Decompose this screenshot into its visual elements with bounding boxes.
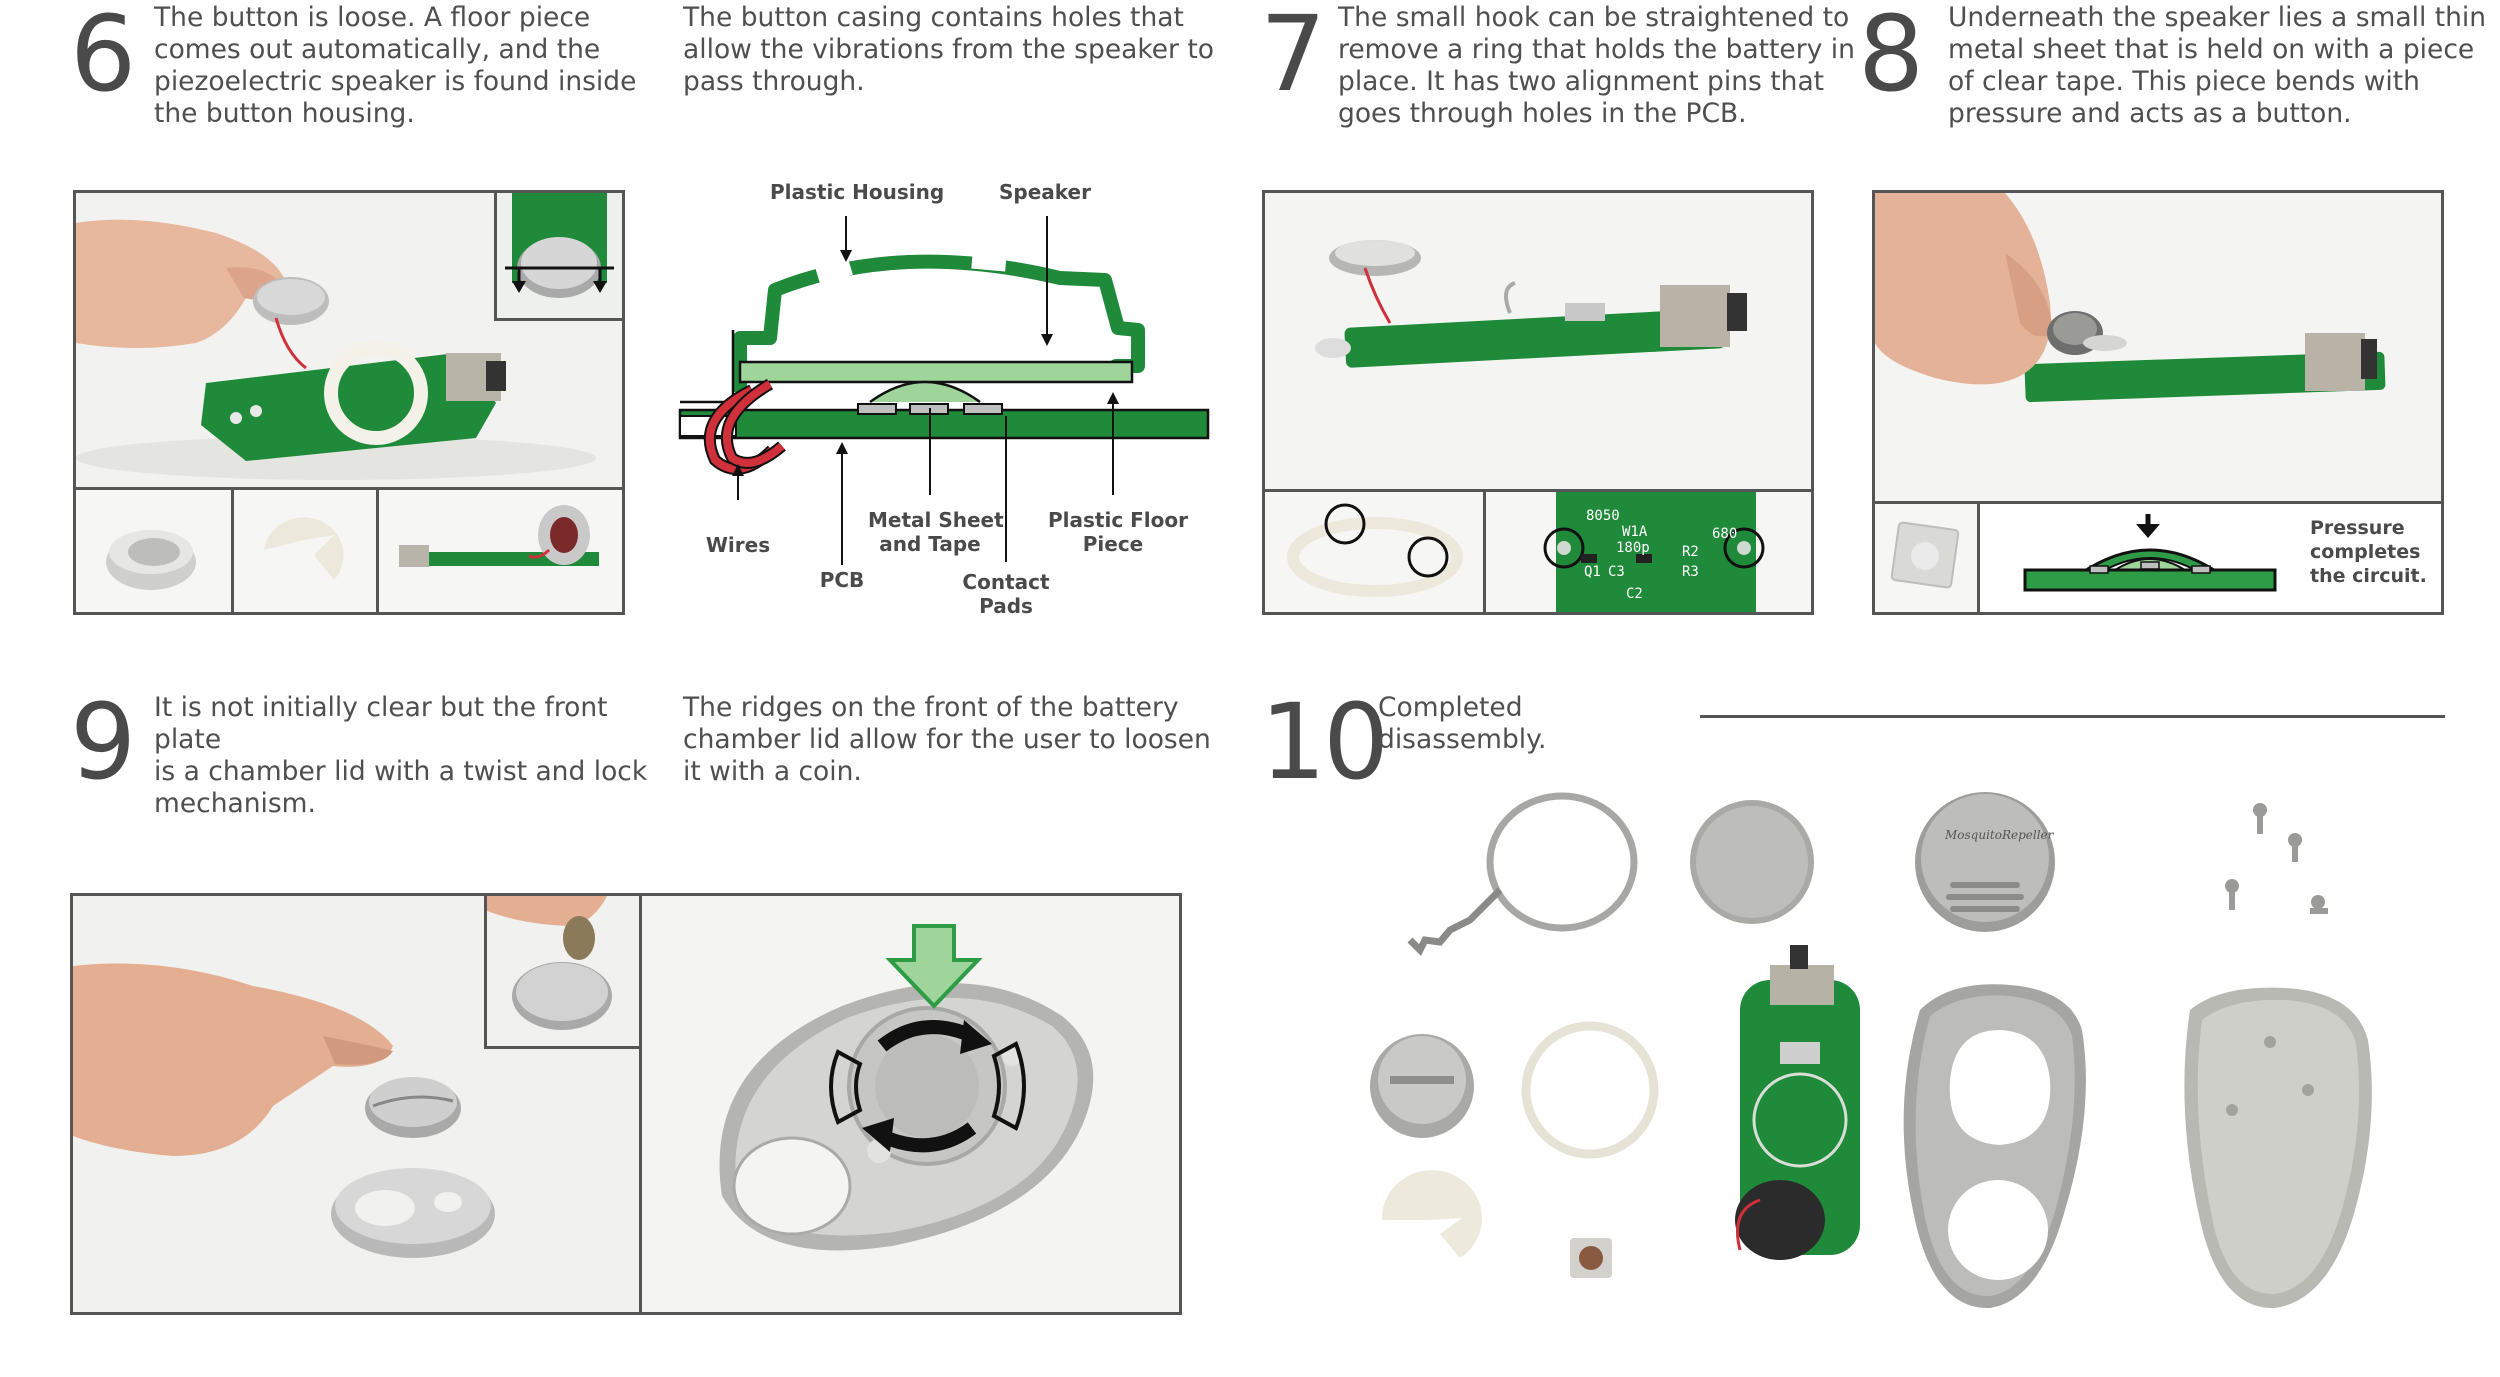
step-9-twist-lock-photo: [642, 896, 1179, 1312]
step-8-description: Underneath the speaker lies a small thin…: [1948, 2, 2487, 129]
label-plastic-floor-piece: Plastic Floor Piece: [1048, 508, 1189, 556]
step-6-floor-piece-photo: [234, 490, 376, 612]
back-shell-part: [2184, 987, 2372, 1309]
step-6-number: 6: [70, 0, 136, 115]
step-9-number: 9: [70, 681, 136, 803]
metal-sheet-part: [1570, 1238, 1612, 1278]
label-speaker: Speaker: [999, 180, 1091, 204]
step-8-number: 8: [1858, 0, 1924, 115]
button-housing-part: [1370, 1034, 1474, 1138]
step-8-main-photo: [1875, 193, 2441, 501]
step-9-lid-removal-photo: [73, 896, 639, 1312]
pcb-silkscreen-labels: 8050 W1A 180p 680 R2 Q1 C3 R3 C2: [1584, 508, 1738, 602]
step-9-ridges-description: The ridges on the front of the battery c…: [683, 692, 1211, 787]
step-8-metal-sheet-photo: [1875, 504, 1977, 612]
step-6-pcb-speaker-photo: [379, 490, 622, 612]
completed-disassembly-parts: MosquitoRepeller: [1370, 780, 2450, 1320]
floor-piece-part: [1381, 1170, 1482, 1258]
battery-lid-logo: MosquitoRepeller: [1945, 828, 2054, 842]
speaker-cross-section-diagram: Plastic Housing Speaker Wires PCB Metal …: [660, 170, 1220, 630]
step-10-divider-line: [1700, 715, 2445, 718]
label-plastic-housing: Plastic Housing: [770, 180, 945, 204]
step-9-photo-panel: [70, 893, 1182, 1315]
label-contact-pads: Contact Pads: [962, 570, 1050, 618]
step-6-description: The button is loose. A floor piece comes…: [154, 2, 637, 129]
step-10-number: 10: [1260, 681, 1389, 803]
step-6-button-housing-photo: [76, 490, 231, 612]
step-7-main-photo: [1265, 193, 1811, 489]
step-7-pcb-closeup-photo: 8050 W1A 180p 680 R2 Q1 C3 R3 C2: [1486, 492, 1811, 612]
retaining-ring-part: [1521, 1021, 1659, 1159]
pressure-note: Pressure completes the circuit.: [2310, 517, 2427, 587]
step-8-photo-panel: Pressure completes the circuit.: [1872, 190, 2444, 615]
screws-part: [2225, 803, 2328, 914]
label-pcb: PCB: [819, 568, 865, 592]
coin-battery-part: [1690, 800, 1814, 924]
step-7-photo-panel: 8050 W1A 180p 680 R2 Q1 C3 R3 C2: [1262, 190, 1814, 615]
front-plate-part: [1903, 984, 2086, 1309]
label-wires: Wires: [705, 533, 771, 557]
step-8-pressure-diagram: Pressure completes the circuit.: [1980, 504, 2441, 612]
step-6-casing-description: The button casing contains holes that al…: [683, 2, 1214, 97]
step-7-ring-photo: [1265, 492, 1483, 612]
step-7-description: The small hook can be straightened to re…: [1338, 2, 1855, 129]
step-6-photo-panel: [73, 190, 625, 615]
pcb-part: [1735, 945, 1860, 1260]
step-9-description: It is not initially clear but the front …: [154, 692, 648, 819]
step-9-coin-inset-photo: [484, 896, 639, 1049]
battery-lid-part: [1915, 792, 2055, 932]
label-metal-sheet: Metal Sheet and Tape: [868, 508, 1004, 556]
keyring-part: [1407, 792, 1638, 956]
step-10-caption: Completed disassembly.: [1378, 692, 1547, 755]
step-6-inset-photo: [494, 193, 622, 321]
step-7-number: 7: [1260, 0, 1326, 115]
